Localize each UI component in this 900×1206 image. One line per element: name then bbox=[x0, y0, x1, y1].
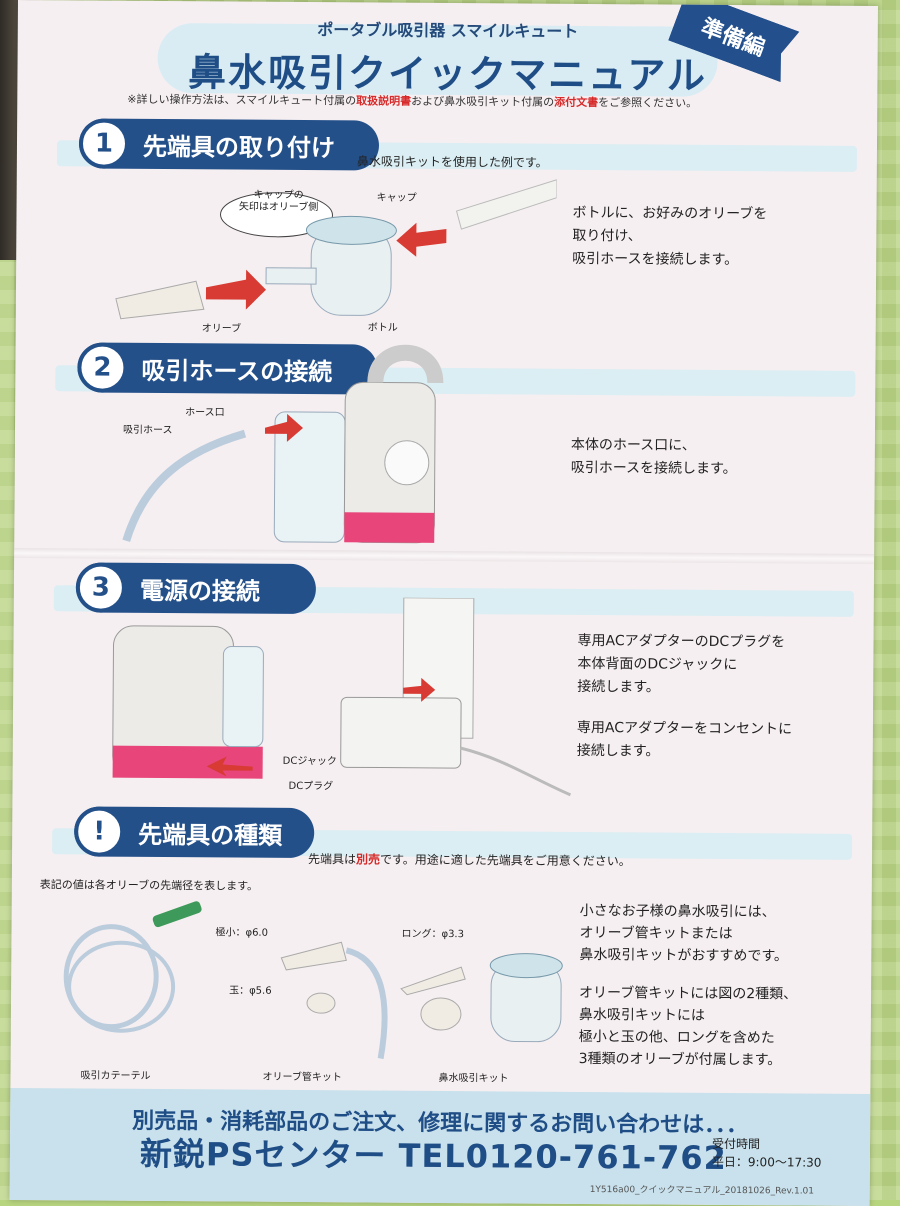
hours-value: 平日：9:00〜17:30 bbox=[711, 1154, 822, 1170]
label-cap-note: キャップの矢印はオリーブ側 bbox=[239, 190, 319, 215]
section1-title: 先端具の取り付け bbox=[142, 132, 336, 162]
bottle-side bbox=[222, 646, 264, 748]
desc-line: 小さなお子様の鼻水吸引には、 bbox=[579, 902, 776, 921]
desc-line: 鼻水吸引キットがおすすめです。 bbox=[579, 946, 789, 965]
note-text: および鼻水吸引キット付属の bbox=[411, 94, 555, 109]
label-mini: 極小：φ6.0 bbox=[215, 927, 269, 939]
desc-spacer bbox=[577, 699, 792, 719]
label-cap: キャップ bbox=[376, 192, 417, 204]
hours-label: 受付時間 bbox=[711, 1136, 761, 1152]
olive-mini bbox=[280, 941, 347, 971]
gauge-dial bbox=[384, 440, 430, 486]
section4-note: 表記の値は各オリーブの先端径を表します。 bbox=[39, 878, 259, 893]
header-note: ※詳しい操作方法は、スマイルキュート付属の取扱説明書および鼻水吸引キット付属の添… bbox=[127, 91, 697, 111]
note-manual: 取扱説明書 bbox=[356, 94, 412, 108]
note-text: ※詳しい操作方法は、スマイルキュート付属の bbox=[127, 92, 357, 108]
catheter-coil-2 bbox=[67, 940, 176, 1033]
label-long: ロング：φ3.3 bbox=[401, 928, 465, 941]
section2-description: 本体のホース口に、 吸引ホースを接続します。 bbox=[571, 434, 737, 481]
bottle-nozzle bbox=[265, 267, 317, 285]
olive-kit-tube bbox=[345, 947, 388, 1060]
label-dc-jack: DCジャック bbox=[282, 755, 337, 768]
label-olive-kit: オリーブ管キット bbox=[262, 1071, 342, 1084]
aspirator-illustration bbox=[122, 344, 444, 544]
section4-title: 先端具の種類 bbox=[138, 820, 283, 850]
label-hose-port: ホース口 bbox=[185, 407, 225, 419]
label-cap-note-2: 矢印はオリーブ側 bbox=[238, 201, 319, 214]
section1-description: ボトルに、お好みのオリーブを 取り付け、 吸引ホースを接続します。 bbox=[572, 202, 767, 272]
section4-number: ! bbox=[74, 806, 125, 857]
pink-base bbox=[112, 745, 263, 779]
label-olive: オリーブ bbox=[201, 323, 242, 335]
desc-line: オリーブ管キットには図の2種類、 bbox=[579, 984, 798, 1003]
desc-spacer bbox=[579, 966, 797, 984]
section4-caption: 先端具は別売です。用途に適した先端具をご用意ください。 bbox=[308, 850, 631, 869]
arrow-red-2 bbox=[396, 222, 447, 257]
arrow-red-5 bbox=[403, 677, 436, 702]
desc-line: 鼻水吸引キットには bbox=[578, 1006, 705, 1024]
power-connection-illustration bbox=[112, 597, 572, 797]
section3-description: 専用ACアダプターのDCプラグを 本体背面のDCジャックに 接続します。 専用A… bbox=[577, 630, 793, 764]
service-center-phone: 新鋭PSセンター TEL0120-761-762 bbox=[139, 1134, 728, 1177]
label-cap-note-1: キャップの bbox=[253, 189, 304, 201]
desc-line: 極小と玉の他、ロングを含めた bbox=[578, 1028, 775, 1047]
olive-ball bbox=[306, 992, 336, 1014]
desc-line: オリーブ管キットまたは bbox=[579, 924, 733, 943]
label-ball: 玉：φ5.6 bbox=[229, 985, 272, 997]
desc-line: ボトルに、お好みのオリーブを bbox=[572, 204, 768, 223]
label-nasal-kit: 鼻水吸引キット bbox=[438, 1072, 509, 1085]
nasal-kit-cap bbox=[489, 953, 563, 979]
olive-long bbox=[400, 966, 466, 996]
arrow-red-1 bbox=[205, 269, 266, 310]
section4-header: ! 先端具の種類 bbox=[74, 806, 315, 859]
catheter-coil bbox=[63, 924, 159, 1030]
pink-base bbox=[344, 512, 435, 543]
desc-line: 吸引ホースを接続します。 bbox=[570, 459, 737, 478]
hose-curve bbox=[122, 429, 247, 542]
note-text: をご参照ください。 bbox=[598, 96, 698, 110]
desc-line: 3種類のオリーブが付属します。 bbox=[578, 1050, 782, 1069]
label-suction-hose: 吸引ホース bbox=[122, 424, 173, 437]
arrow-red-4 bbox=[206, 756, 253, 777]
desc-line: 取り付け、 bbox=[572, 227, 642, 245]
document-code: 1Y516a00_クイックマニュアル_20181026_Rev.1.01 bbox=[589, 1185, 815, 1197]
label-bottle: ボトル bbox=[367, 322, 398, 334]
suction-hose-segment bbox=[455, 179, 557, 230]
manual-sheet: ポータブル吸引器 スマイルキュート 鼻水吸引クイックマニュアル 準備編 ※詳しい… bbox=[9, 0, 878, 1206]
olive-tip bbox=[115, 280, 205, 320]
cap-shape bbox=[305, 215, 397, 245]
desc-line: 本体背面のDCジャックに bbox=[577, 655, 738, 674]
ac-adapter bbox=[340, 696, 462, 769]
section1-number: 1 bbox=[78, 118, 130, 169]
aspirator-handle bbox=[367, 344, 444, 384]
desc-line: 接続します。 bbox=[576, 742, 660, 760]
caption-text: です。用途に適した先端具をご用意ください。 bbox=[379, 852, 631, 869]
label-dc-plug: DCプラグ bbox=[288, 780, 334, 793]
desc-line: 本体のホース口に、 bbox=[570, 436, 696, 454]
desc-line: 専用ACアダプターのDCプラグを bbox=[577, 632, 786, 651]
desc-line: 接続します。 bbox=[577, 678, 660, 696]
catheter-connector bbox=[152, 901, 202, 928]
caption-sold-separately: 別売 bbox=[355, 852, 381, 867]
label-catheter: 吸引カテーテル bbox=[80, 1070, 151, 1082]
arrow-red-3 bbox=[264, 413, 304, 442]
olive-bottle-illustration bbox=[115, 179, 557, 320]
tips-illustration bbox=[63, 901, 563, 1060]
caption-text: 先端具は bbox=[307, 852, 357, 867]
cap-callout-bubble bbox=[220, 192, 334, 238]
business-hours: 受付時間 平日：9:00〜17:30 bbox=[712, 1135, 822, 1172]
adapter-cable bbox=[460, 746, 572, 797]
desc-line: 専用ACアダプターをコンセントに bbox=[576, 719, 793, 738]
olive-small-2 bbox=[420, 997, 462, 1031]
section1-caption: 鼻水吸引キットを使用した例です。 bbox=[356, 154, 548, 170]
desc-line: 吸引ホースを接続します。 bbox=[572, 250, 739, 269]
note-document: 添付文書 bbox=[554, 95, 599, 110]
section1-header: 1 先端具の取り付け bbox=[78, 118, 380, 171]
section4-description: 小さなお子様の鼻水吸引には、 オリーブ管キットまたは 鼻水吸引キットがおすすめで… bbox=[579, 900, 798, 1072]
